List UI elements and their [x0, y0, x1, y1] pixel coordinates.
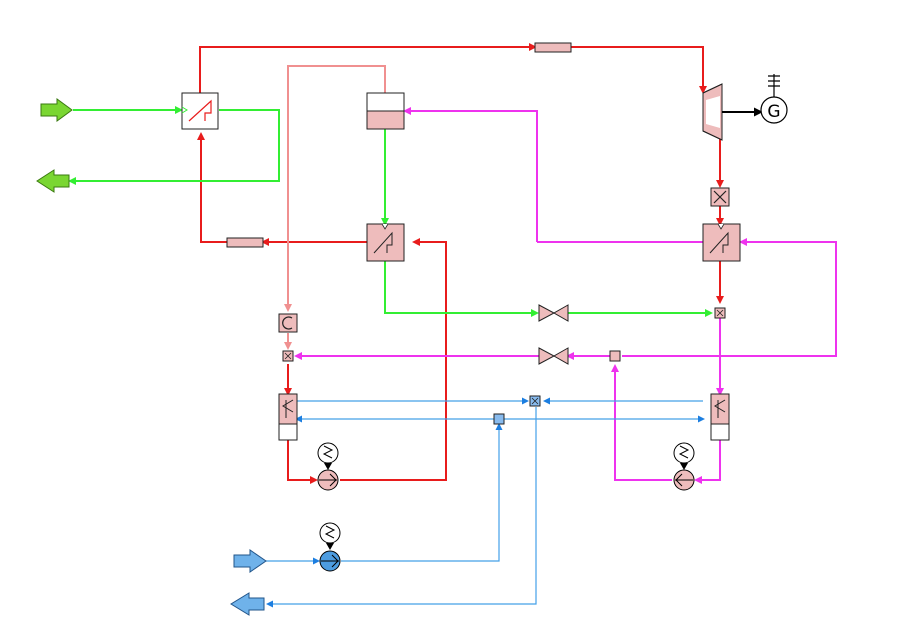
motor-icon-blue	[324, 525, 336, 539]
pump-icon-red	[317, 442, 339, 491]
outlet-arrow-icon-green	[36, 169, 70, 193]
pipe-segment-icon-top	[534, 42, 572, 53]
magenta-stream-cond-to-pump	[694, 440, 721, 484]
stream-lines	[68, 43, 837, 608]
inlet-arrow-icon-green	[40, 98, 73, 122]
mixer-node-icon-left	[282, 350, 294, 362]
valve-icon-magenta	[538, 347, 569, 365]
mixer-node-icon-blue-top	[529, 395, 541, 407]
evaporator-heat-exchanger-icon-left	[366, 223, 405, 262]
outlet-arrow-icon-blue	[230, 592, 265, 616]
orifice-icon	[278, 313, 298, 333]
magenta-stream-right-loop	[622, 238, 837, 357]
evaporator-heat-exchanger-icon-right	[702, 223, 741, 262]
salmon-stream	[284, 65, 386, 312]
pump-icon-blue	[319, 522, 341, 572]
pipe-segment-icon-left	[226, 237, 264, 248]
blue-stream-out	[266, 407, 537, 608]
preheater-heat-exchanger-icon	[181, 92, 219, 130]
red-stream-pump-return	[340, 238, 447, 481]
splitter-node-icon-magenta	[609, 350, 621, 362]
red-stream-to-preheater	[197, 132, 227, 243]
turbine-icon	[702, 83, 763, 141]
blue-stream-pump-to-node	[341, 423, 503, 562]
pump-icon-magenta	[673, 442, 695, 491]
generator-symbol: G	[767, 102, 780, 122]
drum-icon	[366, 92, 405, 130]
condenser-icon-left	[278, 393, 298, 441]
inlet-arrow-icon-blue	[233, 549, 267, 573]
splitter-node-icon-blue	[493, 413, 505, 425]
red-stream-cond-to-pump	[287, 440, 318, 484]
magenta-stream-top	[403, 107, 538, 242]
red-stream-top	[199, 43, 537, 93]
generator-icon: G	[760, 74, 788, 124]
mixer-node-icon-right-green	[714, 307, 726, 319]
red-stream-to-turbine	[571, 46, 707, 94]
magenta-stream-pump-to-node	[611, 364, 672, 481]
motor-icon-magenta	[678, 445, 690, 459]
valve-icon-turbine-outlet	[710, 187, 730, 207]
green-stream-out	[68, 109, 280, 185]
motor-icon-red	[322, 445, 334, 459]
valve-icon-green	[538, 304, 569, 322]
condenser-icon-right	[710, 393, 730, 441]
green-stream-hx-to-valve	[384, 261, 539, 317]
